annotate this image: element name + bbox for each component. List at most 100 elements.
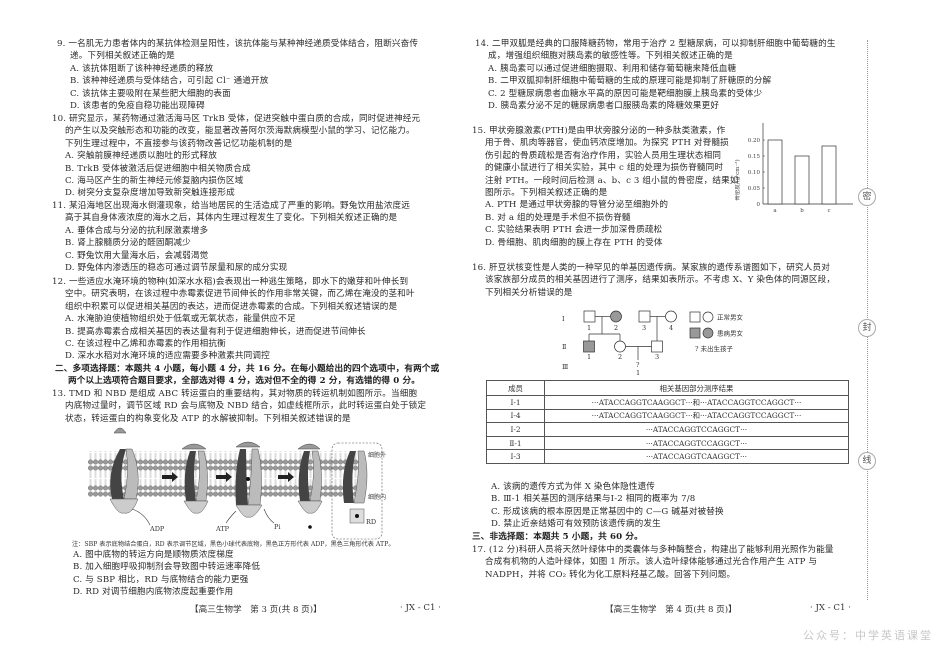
column-header: 相关基因部分测序结果 — [544, 380, 849, 396]
question-stem: 组织中积累可以促进相关基因的表达，进而促进赤霉素的合成。下列相关叙述错误的是 — [65, 301, 398, 312]
svg-text:a: a — [773, 208, 777, 214]
question-stem: NADPH，并将 CO₂ 转化为化工原料羟基乙酸。回答下列问题。 — [485, 569, 736, 580]
exam-code: · JX - C1 · — [810, 603, 851, 613]
locked-state-box — [331, 442, 383, 540]
svg-text:0.15: 0.15 — [748, 154, 761, 160]
question-stem: 10. 研究显示，某药物通过激活海马区 TrkB 受体，促进突触中蛋白质的合成，… — [52, 114, 421, 124]
question-stem: 递。下列相关叙述正确的是 — [70, 51, 175, 62]
option-c: C. 在该过程中乙烯和赤霉素的作用相抗衡 — [65, 339, 226, 350]
arrow-icon — [162, 472, 178, 482]
question-stem: 16. 肝豆状核变性是人类的一种罕见的单基因遗传病。某家族的遗传系谱图如下，研究… — [472, 263, 831, 273]
question-stem: 13. TMD 和 NBD 是组成 ABC 转运蛋白的重要结构，其对物质的转运机… — [52, 389, 418, 399]
question-stem: 该家族部分成员的相关基因进行了测序，结果如表所示。不考虑 X、Y 染色体的同源区… — [485, 275, 836, 286]
svg-text:1: 1 — [587, 353, 591, 361]
member-I-3 — [638, 310, 651, 323]
arrow-icon — [216, 472, 232, 482]
question-14: 14. 二甲双胍是经典的口服降糖药物，常用于治疗 2 型糖尿病，可以抑制肝细胞中… — [475, 38, 836, 112]
section-text: 二、多项选择题：本题共 4 小题，每小题 4 分，共 16 分。在每小题给出的四… — [55, 364, 440, 374]
member-I-2 — [610, 310, 622, 323]
svg-text:RD: RD — [366, 518, 376, 526]
seal-feng: 封 — [858, 319, 876, 337]
option-c: C. 野兔饮用大量海水后，会减弱渴觉 — [65, 250, 209, 261]
question-stem: 注射 PTH。一段时间后检测 a、b、c 3 组小鼠的骨密度，结果如 — [485, 175, 739, 186]
option-a: A. PTH 是通过甲状旁腺的导管分泌至细胞外的 — [485, 200, 669, 211]
question-stem: 成，增强组织细胞对胰岛素的敏感性等。下列相关叙述正确的是 — [488, 51, 733, 62]
option-a: A. 图中底物的转运方向是顺物质浓度梯度 — [73, 550, 234, 560]
option-c: C. 海马区产生的新生神经元修复脑内损伤区域 — [65, 176, 244, 187]
question-16: 16. 肝豆状核变性是人类的一种罕见的单基因遗传病。某家族的遗传系谱图如下，研究… — [472, 262, 835, 299]
question-stem: 图所示。下列相关叙述正确的是 — [485, 188, 608, 199]
svg-text:患病男女: 患病男女 — [717, 329, 744, 338]
svg-text:b: b — [800, 208, 804, 214]
option-a: A. 该抗体阻断了该种神经递质的释放 — [70, 63, 214, 74]
question-stem: 下列生理过程中，不直接参与该药物改善记忆功能机制的是 — [65, 138, 293, 149]
seal-mi: 密 — [858, 188, 876, 206]
question-15: 15. 甲状旁腺激素(PTH)是由甲状旁腺分泌的一种多肽类激素，作 用于骨、肌肉… — [472, 125, 739, 249]
option-d: D. 野兔体内渗透压的稳态可通过调节尿量和尿的成分实现 — [65, 263, 288, 274]
svg-text:1: 1 — [587, 324, 591, 332]
option-d: D. 胰岛素分泌不足的糖尿病患者口服胰岛素的降糖效果更好 — [488, 101, 720, 112]
transporter-locked: RD — [342, 450, 376, 526]
member-II-1 — [583, 340, 595, 353]
svg-text:正常男女: 正常男女 — [717, 313, 744, 322]
svg-text:1: 1 — [636, 369, 640, 377]
svg-text:ATP: ATP — [215, 525, 230, 533]
svg-text:2: 2 — [618, 353, 622, 361]
question-stem: 伤引起的骨质疏松是否有治疗作用，实验人员用生理状态相同 — [485, 150, 722, 161]
option-b: B. TrkB 受体被激活后促进细胞中相关物质合成 — [65, 163, 251, 174]
svg-text:ADP: ADP — [149, 525, 165, 533]
question-stem: 14. 二甲双胍是经典的口服降糖药物，常用于治疗 2 型糖尿病，可以抑制肝细胞中… — [475, 39, 836, 49]
svg-text:? 未出生孩子: ? 未出生孩子 — [695, 344, 734, 353]
option-b: B. 肾上腺髓质分泌的醛固酮减少 — [65, 238, 191, 249]
page-footer: 【高三生物学 第 4 页(共 8 页)】 — [605, 605, 737, 615]
question-10: 10. 研究显示，某药物通过激活海马区 TrkB 受体，促进突触中蛋白质的合成，… — [52, 113, 420, 200]
svg-text:Ⅱ: Ⅱ — [562, 343, 567, 351]
option-c: C. 形成该病的根本原因是正常基因中的 C—G 碱基对被替换 — [491, 506, 724, 517]
question-stem: 的产生以及突触形态和功能的改变，能显著改善阿尔茨海默病模型小鼠的学习、记忆能力。 — [65, 126, 415, 137]
option-a: A. 水淹胁迫使植物组织处于低氧或无氧状态，能量供应不足 — [65, 314, 296, 325]
option-b: B. 对 a 组的处理是手术但不损伤脊髓 — [485, 212, 631, 223]
table-row: Ⅱ-1 ···ATACCAGGTCCAGGCT··· — [486, 435, 849, 451]
svg-text:?: ? — [636, 361, 640, 369]
question-stem: 高于其自身体液浓度的海水之后，其体内生理过程发生了变化。下列相关叙述正确的是 — [65, 213, 398, 224]
member-I-4 — [665, 310, 677, 323]
option-c: C. 2 型糖尿病患者血糖水平高的原因可能是靶细胞膜上胰岛素的受体少 — [488, 88, 763, 99]
question-stem: 空中。研究表明，在该过程中赤霉素促进节间伸长的作用非常关键，而乙烯在淹没的茎和叶 — [65, 289, 415, 300]
bone-density-bar-chart: 骨密度/(g·cm⁻³) 0 0.05 0.10 0.15 0.20 a b c — [735, 123, 853, 214]
question-13: 13. TMD 和 NBD 是组成 ABC 转运蛋白的重要结构，其对物质的转运机… — [52, 388, 426, 425]
table-header-row: 成员 相关基因部分测序结果 — [486, 380, 849, 396]
option-b: B. 该种神经递质与受体结合，可引起 Cl⁻ 通道开放 — [70, 76, 269, 87]
table-row: Ⅰ-1 ···ATACCAGGTCAAGGCT···和···ATACCAGGTC… — [486, 395, 849, 410]
question-stem: 的健康小鼠进行了相关实验，其中 c 组的处理为损伤脊髓同时 — [485, 163, 724, 174]
option-b: B. Ⅲ-1 相关基因的测序结果与Ⅰ-2 相同的概率为 7/8 — [491, 494, 696, 505]
watermark: 公众号：中学英语课堂 — [803, 629, 933, 642]
chart-ylabel: 骨密度/(g·cm⁻³) — [735, 159, 741, 200]
option-a: A. 突触前膜神经递质以胞吐的形式释放 — [65, 151, 218, 162]
legend-normal-female-icon — [702, 311, 714, 323]
option-c: C. 实验结果表明 PTH 会进一步加深骨质疏松 — [485, 225, 663, 236]
svg-text:Pi: Pi — [274, 523, 280, 531]
question-13-options: A. 图中底物的转运方向是顺物质浓度梯度 B. 加入细胞呼吸抑制剂会导致图中转运… — [60, 549, 260, 599]
bar-b — [794, 155, 810, 205]
svg-text:2: 2 — [614, 324, 618, 332]
question-stem: 下列相关分析错误的是 — [485, 287, 573, 298]
svg-text:4: 4 — [669, 324, 673, 332]
arrow-icon — [278, 472, 294, 482]
member-II-2 — [614, 340, 626, 353]
bar-a — [767, 139, 783, 205]
svg-text:0: 0 — [757, 202, 761, 208]
svg-text:0.05: 0.05 — [748, 186, 761, 192]
question-stem: 17. (12 分)科研人员将天然叶绿体中的类囊体与多种酶整合，构建出了能够利用… — [472, 545, 834, 555]
member-II-3 — [651, 340, 663, 353]
option-b: B. 二甲双胍抑制肝细胞中葡萄糖的生成的原理可能是抑制了肝糖原的分解 — [488, 76, 772, 87]
svg-text:3: 3 — [655, 353, 659, 361]
option-d: D. 禁止近亲结婚可有效预防该遗传病的发生 — [491, 519, 661, 530]
option-d: D. 树突分支复杂度增加导致新突触连接形成 — [65, 188, 235, 199]
legend-normal-male-icon — [689, 311, 701, 323]
question-17: 17. (12 分)科研人员将天然叶绿体中的类囊体与多种酶整合，构建出了能够利用… — [472, 544, 834, 581]
page-footer: 【高三生物学 第 3 页(共 8 页)】 — [190, 605, 322, 615]
table-row: Ⅰ-2 ···ATACCAGGTCCAGGCT··· — [486, 422, 849, 437]
question-stem: 15. 甲状旁腺激素(PTH)是由甲状旁腺分泌的一种多肽类激素，作 — [472, 126, 726, 136]
pedigree-chart: Ⅰ Ⅱ Ⅲ 1 2 3 4 1 2 3 ? 1 正常男女 患病男女 ? 未出生孩… — [562, 310, 744, 377]
question-stem: 内底物过量时，调节区域 RD 会与底物及 NBD 结合，如虚线框所示，此时转运蛋… — [65, 401, 427, 412]
